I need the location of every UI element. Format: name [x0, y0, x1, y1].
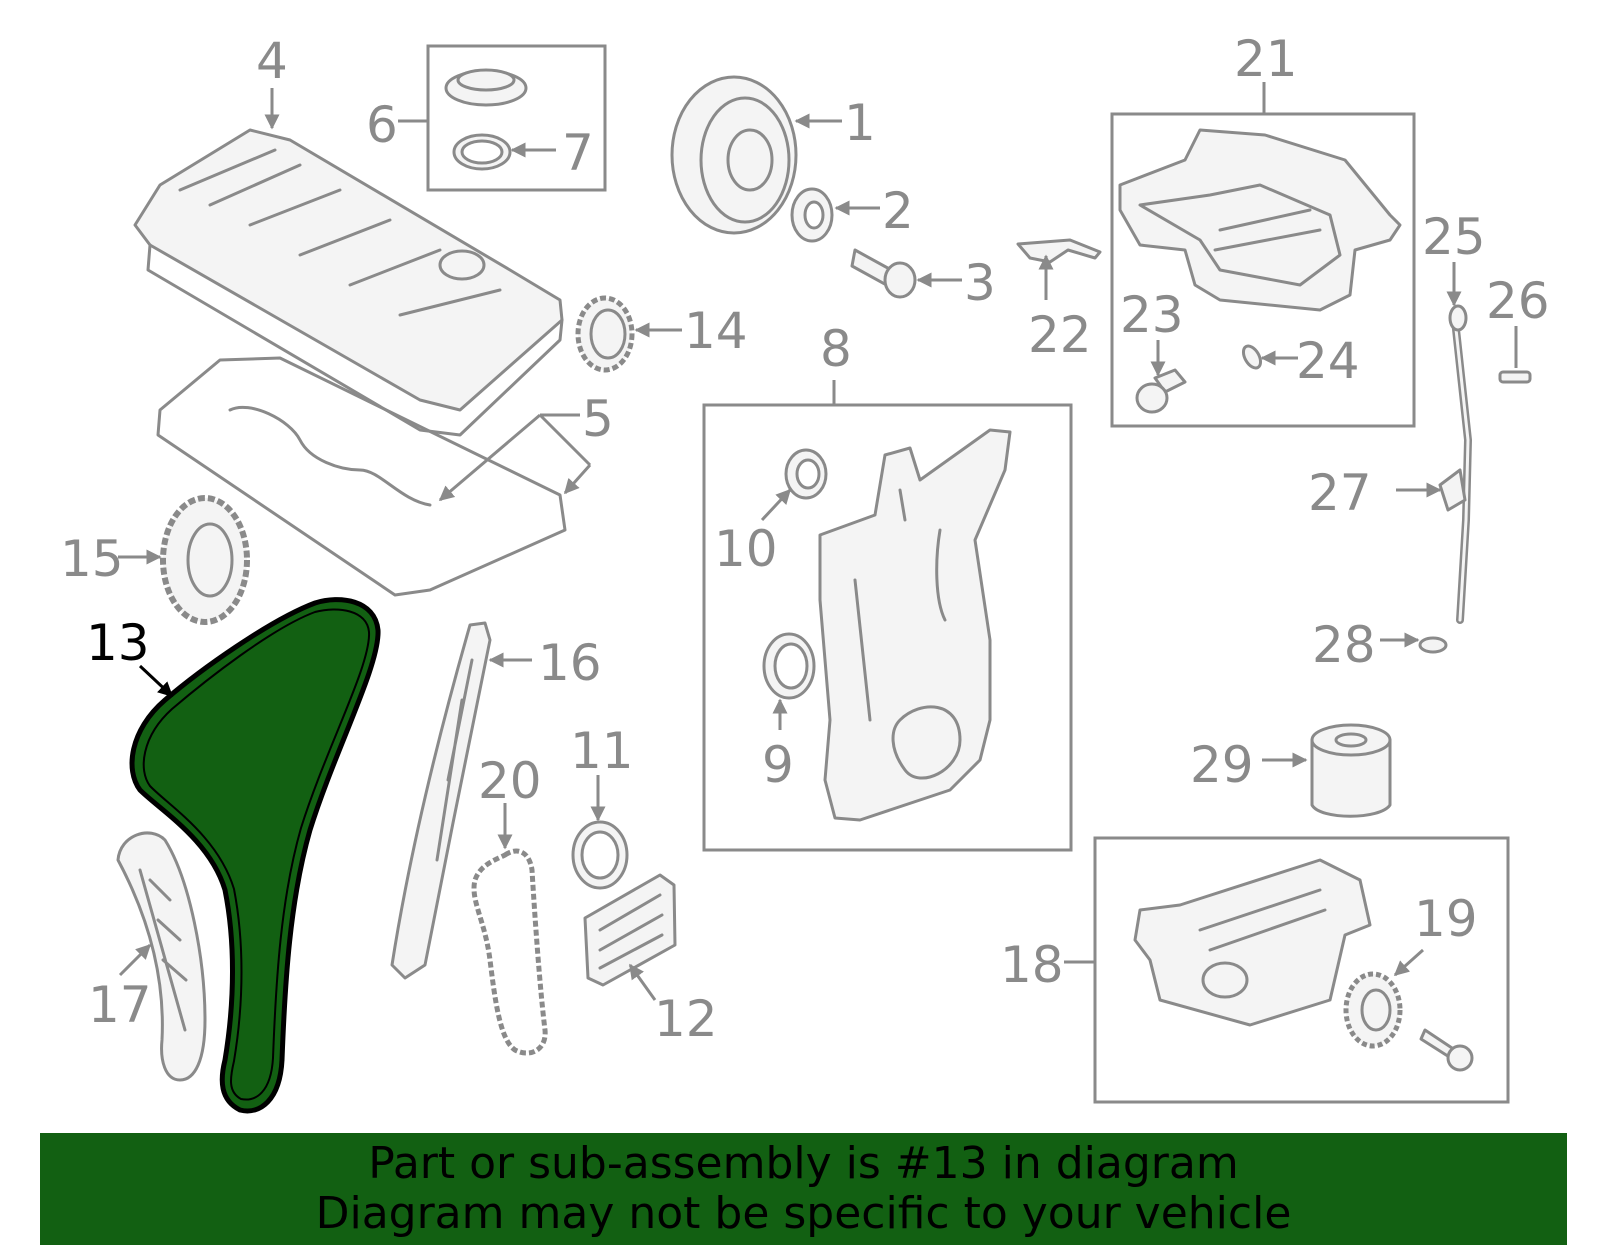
- part-1-crank-pulley[interactable]: [670, 75, 798, 235]
- part-7-cap-seal[interactable]: [452, 133, 512, 171]
- part-15-cam-gear[interactable]: [160, 495, 250, 625]
- part-3-bolt[interactable]: [850, 248, 917, 299]
- label-13: 13: [86, 614, 150, 672]
- label-8: 8: [820, 320, 852, 378]
- label-14: 14: [684, 302, 748, 360]
- label-4: 4: [256, 32, 288, 90]
- part-22-bracket[interactable]: [1016, 238, 1102, 264]
- label-7: 7: [562, 124, 594, 182]
- label-17: 17: [88, 976, 152, 1034]
- label-28: 28: [1312, 616, 1376, 674]
- label-3: 3: [964, 254, 996, 312]
- label-23: 23: [1120, 286, 1184, 344]
- part-26-clip[interactable]: [1498, 370, 1532, 384]
- part-10-seal[interactable]: [784, 448, 828, 500]
- label-2: 2: [882, 182, 914, 240]
- box-18-oil-pump: [1093, 836, 1510, 1104]
- label-15: 15: [60, 530, 124, 588]
- info-banner: Part or sub-assembly is #13 in diagram D…: [40, 1133, 1567, 1245]
- part-21-oil-pan[interactable]: [1118, 128, 1402, 312]
- label-26: 26: [1486, 272, 1550, 330]
- label-29: 29: [1190, 736, 1254, 794]
- part-17-tensioner-arm[interactable]: [116, 831, 207, 1082]
- label-11: 11: [570, 722, 634, 780]
- part-20-oil-pump-chain[interactable]: [471, 848, 548, 1056]
- label-16: 16: [538, 634, 602, 692]
- label-18: 18: [1000, 936, 1064, 994]
- label-1: 1: [844, 94, 876, 152]
- box-8-timing-cover: [702, 403, 1073, 852]
- label-24: 24: [1296, 332, 1360, 390]
- part-4-valve-cover[interactable]: [133, 128, 564, 437]
- part-13-timing-chain[interactable]: [129, 597, 381, 1114]
- label-20: 20: [478, 752, 542, 810]
- part-12-chain-tensioner[interactable]: [583, 873, 677, 987]
- banner-line-2: Diagram may not be specific to your vehi…: [315, 1188, 1292, 1239]
- box-6-7: [426, 44, 607, 192]
- label-10: 10: [714, 520, 778, 578]
- part-6-oil-cap[interactable]: [444, 68, 528, 107]
- part-16-chain-guide[interactable]: [390, 621, 492, 980]
- leader-lines: [118, 82, 1518, 1001]
- part-19-gear-bolt[interactable]: [1343, 971, 1474, 1072]
- part-27-bracket[interactable]: [1438, 468, 1467, 512]
- label-19: 19: [1414, 890, 1478, 948]
- part-23-drain-plug[interactable]: [1135, 368, 1187, 414]
- part-5-gasket[interactable]: [156, 356, 567, 597]
- part-18-oil-pump[interactable]: [1133, 858, 1372, 1027]
- part-29-oil-filter[interactable]: [1310, 723, 1392, 818]
- part-14-sprocket[interactable]: [575, 295, 635, 373]
- label-6: 6: [366, 96, 398, 154]
- part-28-o-ring[interactable]: [1418, 636, 1448, 654]
- label-9: 9: [762, 736, 794, 794]
- part-labels: 4 6 7 1 2 3 14 5 15 13 16 8 10 9 11 20 1…: [60, 30, 1550, 1048]
- part-9-seal[interactable]: [762, 632, 816, 700]
- banner-background: [40, 1133, 1567, 1245]
- banner-line-1: Part or sub-assembly is #13 in diagram: [368, 1138, 1239, 1189]
- part-8-timing-cover[interactable]: [818, 428, 1012, 822]
- label-27: 27: [1308, 464, 1372, 522]
- part-11-seal[interactable]: [571, 820, 629, 890]
- label-5: 5: [582, 390, 614, 448]
- label-22: 22: [1028, 306, 1092, 364]
- part-25-dipstick-tube[interactable]: [1448, 304, 1472, 624]
- label-21: 21: [1234, 30, 1298, 88]
- part-2-seal[interactable]: [790, 187, 834, 243]
- label-12: 12: [654, 990, 718, 1048]
- part-24-washer[interactable]: [1240, 343, 1264, 371]
- label-25: 25: [1422, 208, 1486, 266]
